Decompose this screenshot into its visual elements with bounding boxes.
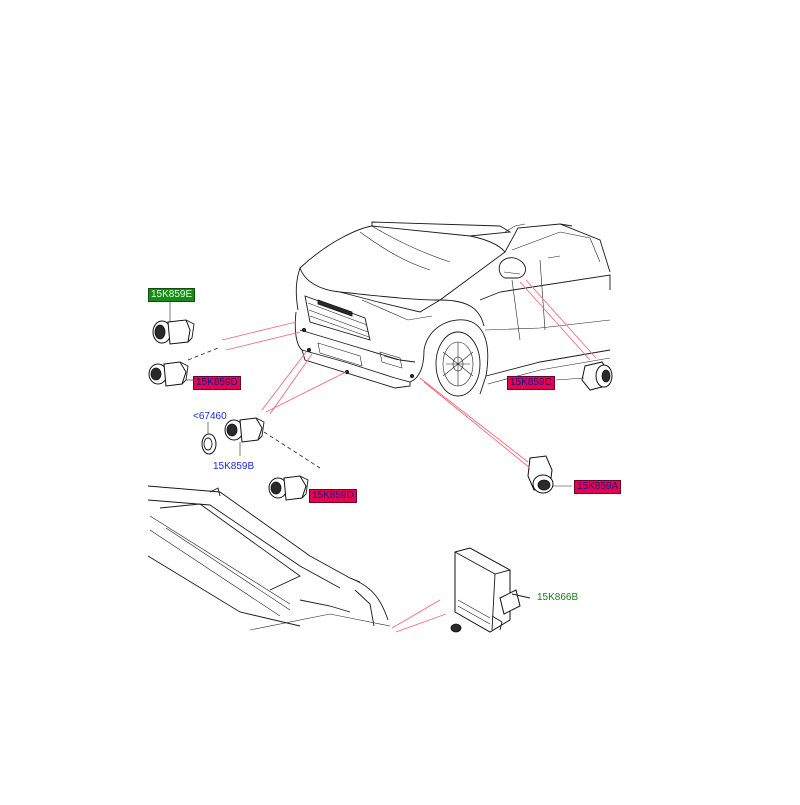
- parking-sensor-d-lower: [268, 475, 309, 501]
- vehicle-rear: [147, 485, 391, 631]
- parking-sensor-e: [152, 302, 195, 345]
- callout-15k859d-upper: 15K859D: [193, 376, 241, 390]
- callout-15k859a: 15K859A: [574, 480, 622, 494]
- callout-15k859e: 15K859E: [148, 288, 196, 302]
- callout-67460: <67460: [193, 411, 227, 422]
- parking-sensor-a: [527, 455, 572, 494]
- callout-15k866b: 15K866B: [537, 592, 579, 603]
- vehicle-front: [294, 221, 611, 397]
- callout-15k859c: 15K859C: [507, 376, 555, 390]
- parking-sensor-c: [555, 361, 613, 391]
- parking-sensor-d-upper: [148, 347, 219, 387]
- leader-lines: [221, 279, 597, 633]
- parking-aid-module: [450, 547, 531, 633]
- callout-15k859b: 15K859B: [213, 461, 255, 472]
- sensor-retainer: [201, 422, 217, 455]
- callout-15k859d-lower: 15K859D: [309, 489, 357, 503]
- parking-sensor-b: [224, 417, 321, 469]
